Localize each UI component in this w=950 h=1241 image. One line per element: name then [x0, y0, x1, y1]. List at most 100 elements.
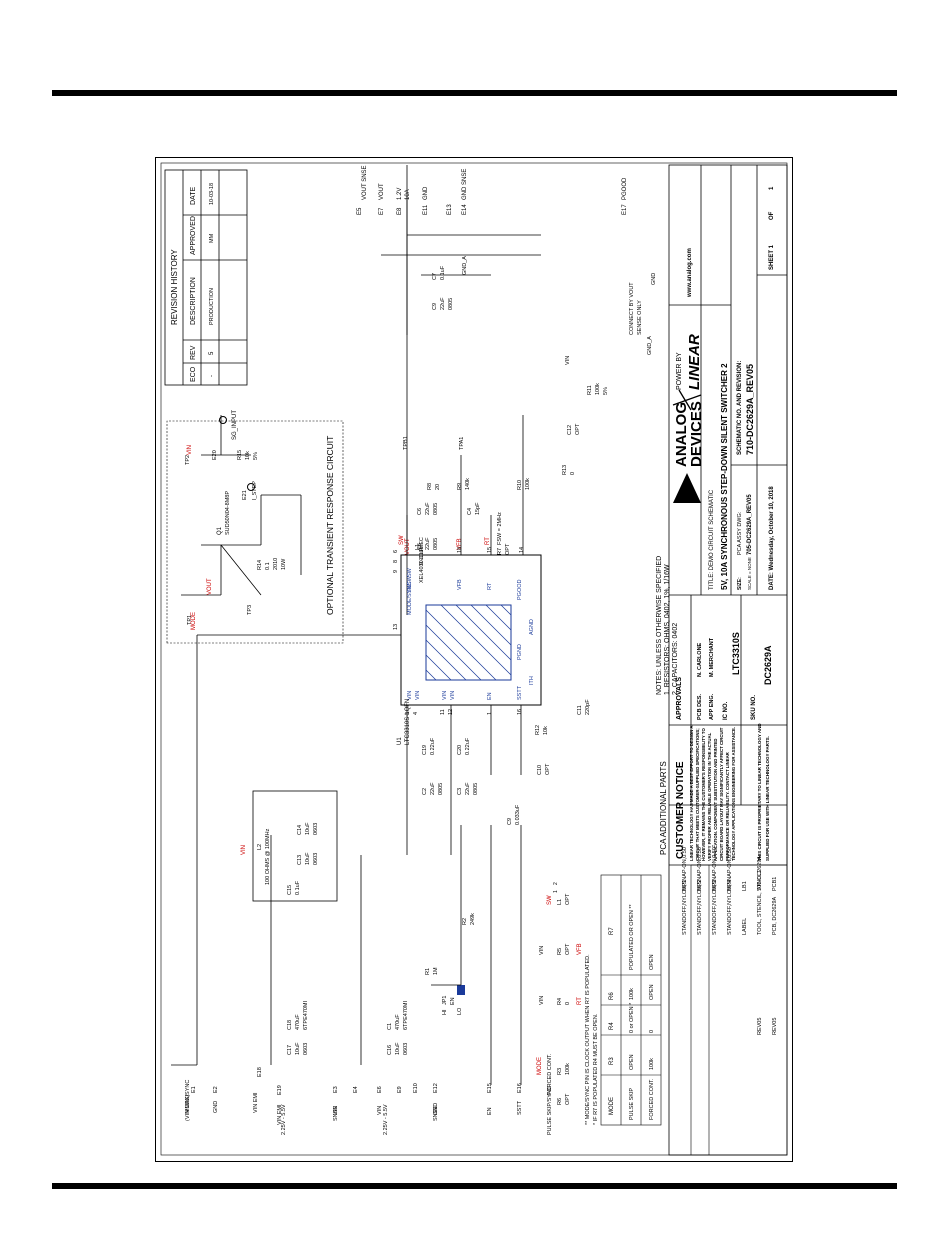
- mode-r5: R5: [557, 948, 563, 955]
- parts-table: [690, 864, 787, 1155]
- sheet-label: SHEET 1: [769, 244, 775, 270]
- q1: Q1: [217, 526, 223, 535]
- jp1-hi: HI: [442, 1009, 448, 1015]
- e20: E20: [212, 450, 218, 460]
- c6-val2: 0805: [433, 503, 439, 515]
- pin-6: 6: [393, 550, 399, 553]
- r8: R8: [427, 483, 433, 490]
- q1-part: SUD50N04-8M8P: [225, 491, 231, 535]
- i-step-terminal[interactable]: [247, 483, 255, 491]
- c18-val2: 6TPE470MI: [303, 1000, 309, 1030]
- r14-val3: 10W: [281, 558, 287, 570]
- u1-vin1: VIN: [407, 691, 413, 700]
- l1-part: XEL4030-101MEC: [419, 537, 425, 583]
- top-rule: [52, 90, 897, 96]
- r12-val: 10k: [543, 726, 549, 735]
- rev-approved: MM: [209, 233, 215, 243]
- range-2: 2.25V - 5.5V: [383, 1104, 389, 1135]
- e11: E11: [423, 204, 429, 215]
- r7: R7: [497, 548, 503, 555]
- c11-val: 220pF: [585, 699, 591, 715]
- c5: C5: [417, 543, 423, 550]
- sg-input-terminal[interactable]: [219, 416, 227, 424]
- r10: R10: [517, 480, 523, 490]
- rev-hdr-desc: DESCRIPTION: [190, 277, 197, 325]
- rt-net: RT: [485, 537, 491, 545]
- r11-val: 100k: [595, 383, 601, 395]
- u1-sw2: SW: [407, 575, 413, 585]
- parts-mp2-desc: STANDOFF,NYLON,SNAP-ON,0.50": [697, 845, 703, 935]
- pin-13: 13: [393, 624, 399, 630]
- c2-val2: 0805: [438, 783, 444, 795]
- vout-spec1: 1.2V: [397, 188, 403, 200]
- parts-pcb1: PCB1: [772, 877, 778, 891]
- l1-sw-net: SW: [399, 535, 405, 545]
- tp3: TP3: [247, 605, 253, 615]
- mode-net: MODE: [191, 612, 197, 630]
- c9-out: C9: [432, 303, 438, 310]
- c19-val: 0.22uF: [430, 737, 436, 755]
- tpa1: TPA1: [459, 437, 465, 450]
- sstt-label: SSTT: [517, 1100, 523, 1115]
- jp1-jumper[interactable]: [457, 985, 465, 995]
- schematic-sheet: TITLE: DEMO CIRCUIT SCHEMATIC 5V, 10A SY…: [155, 157, 793, 1162]
- sg-input: SG_INPUT: [232, 410, 238, 440]
- u1-sw1: SW: [407, 567, 413, 577]
- r11-vin: VIN: [565, 356, 571, 365]
- r13: R13: [562, 465, 568, 475]
- r13-val: 0: [570, 472, 576, 475]
- tpb1: TPB1: [403, 436, 409, 450]
- c16: C16: [387, 1045, 393, 1055]
- c13-val1: 10uF: [305, 852, 311, 865]
- c7: C7: [432, 273, 438, 280]
- mode-row1-mode: PULSE SKIP: [629, 1088, 635, 1120]
- snse-label: SNSE: [333, 1106, 339, 1121]
- c4: C4: [467, 508, 473, 515]
- mode-note-1: * IF R7 IS POPULATED R4 MUST BE OPEN.: [593, 1013, 599, 1125]
- en-label: EN: [487, 1107, 493, 1115]
- c1: C1: [387, 1023, 393, 1030]
- vinmax-label: (VIN MAX): [185, 1095, 191, 1121]
- schem-label: SCHEMATIC NO. AND REVISION:: [737, 361, 743, 455]
- mode-r3: R3: [557, 1068, 563, 1075]
- pin-3: 3: [405, 712, 411, 715]
- mode-row1-r3: OPEN: [629, 1054, 635, 1070]
- c3: C3: [457, 788, 463, 795]
- c9-out-val1: 22uF: [440, 297, 446, 310]
- ic-no: LTC3310S: [731, 632, 741, 675]
- parts-stncl1-rev: REV05: [757, 1018, 763, 1035]
- mode-row2-r3: 100k: [649, 1058, 655, 1070]
- c20: C20: [457, 745, 463, 755]
- range-1: 2.25V - 5.5V: [281, 1104, 287, 1135]
- parts-mp1-desc: STANDOFF,NYLON,SNAP-ON,0.50": [682, 845, 688, 935]
- app-eng-name: M. MERCHANT: [709, 637, 715, 677]
- connect-note-2: SENSE ONLY: [637, 300, 643, 335]
- proprietary-1: THIS CIRCUIT IS PROPRIETARY TO LINEAR TE…: [757, 723, 762, 861]
- r1-val: 1M: [433, 967, 439, 975]
- mode-r3-val: 100k: [565, 1063, 571, 1075]
- tp1: TP1: [187, 615, 193, 625]
- e17: E17: [622, 204, 628, 215]
- r2: R2: [462, 918, 468, 925]
- schematic-title: 5V, 10A SYNCHRONOUS STEP-DOWN SILENT SWI…: [720, 363, 729, 590]
- c3-val2: 0805: [473, 783, 479, 795]
- c18: C18: [287, 1020, 293, 1030]
- assy-number: 705-DC2629A_REV05: [747, 494, 753, 555]
- mode-row1-r7: POPULATED OR OPEN **: [629, 904, 635, 970]
- e16: E16: [517, 1083, 523, 1093]
- c12: C12: [567, 425, 573, 435]
- u1-rt: RT: [487, 582, 493, 590]
- e3: E3: [333, 1086, 339, 1093]
- revision-table: [164, 169, 248, 386]
- fb-vfb: VFB: [457, 538, 463, 550]
- e4: E4: [353, 1086, 359, 1093]
- u1-ic-body: [400, 554, 542, 706]
- notice-line-2: HOWEVER, IT REMAINS THE CUSTOMER'S RESPO…: [701, 728, 706, 861]
- notice-line-3: VERIFY PROPER AND RELIABLE OPERATION IN …: [707, 732, 712, 861]
- gnd-a: GND_A: [462, 256, 468, 275]
- c15: C15: [287, 885, 293, 895]
- parts-pcb1-rev: REV05: [772, 1018, 778, 1035]
- mode-l1: L1: [557, 899, 563, 905]
- gnd-label: GND: [423, 186, 429, 200]
- r9: R9: [457, 483, 463, 490]
